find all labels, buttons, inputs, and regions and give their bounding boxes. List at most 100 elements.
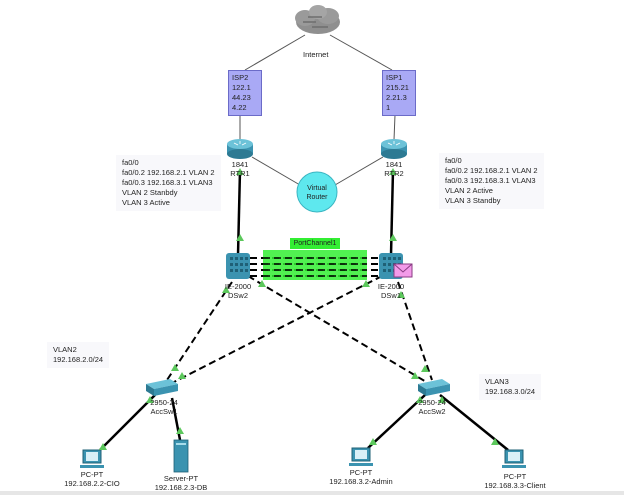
link-up-icon <box>236 234 244 241</box>
rtr2-name: RTR2 <box>384 169 404 178</box>
rtr1-config-note: fa0/0 fa0/0.2 192.168.2.1 VLAN 2 fa0/0.3… <box>116 155 221 211</box>
accsw2-label: 2950-24 AccSw2 <box>414 398 450 416</box>
switch-icon-dsw2[interactable] <box>226 253 250 279</box>
link-dsw1-accsw2 <box>397 281 433 381</box>
virtual-router-node[interactable] <box>296 171 338 213</box>
rtr1-model: 1841 <box>231 160 249 169</box>
isp1-line: ISP1 <box>386 73 403 82</box>
link-up-icon <box>438 396 446 403</box>
note-line: fa0/0.2 192.168.2.1 VLAN 2 <box>445 166 538 175</box>
link-up-icon <box>411 372 419 379</box>
pc-client-type: PC-PT <box>503 472 527 481</box>
link-up-icon <box>369 438 377 445</box>
rtr2-config-note: fa0/0 fa0/0.2 192.168.2.1 VLAN 2 fa0/0.3… <box>439 153 544 209</box>
pc-admin-name: 192.168.3.2-Admin <box>329 477 393 486</box>
link-internet-isp2 <box>244 34 306 71</box>
cloud-icon[interactable] <box>295 5 340 34</box>
link-accsw1-pc-cio <box>99 394 156 451</box>
link-up-icon <box>389 234 397 241</box>
accsw1-label: 2950-24 AccSw1 <box>146 398 182 416</box>
router-icon-rtr2[interactable] <box>381 139 407 159</box>
isp1-box[interactable]: ISP1 215.21 2.21.3 1 <box>382 70 416 116</box>
switch-icon-accsw2[interactable] <box>418 379 450 396</box>
link-up-icon <box>176 427 184 434</box>
dsw2-name: DSw2 <box>227 291 248 300</box>
link-up-icon <box>222 286 230 293</box>
note-line: VLAN 3 Standby <box>445 196 501 205</box>
isp1-line: 1 <box>386 103 391 112</box>
isp2-box[interactable]: ISP2 122.1 44.23 4.22 <box>228 70 262 116</box>
pc-client-label: PC-PT 192.168.3.3-Client <box>480 472 550 490</box>
note-line: fa0/0 <box>445 156 462 165</box>
note-line: VLAN2 <box>53 345 77 354</box>
isp1-line: 215.21 <box>386 83 409 92</box>
rtr2-model: 1841 <box>385 160 403 169</box>
link-up-icon <box>171 364 179 371</box>
link-up-icon <box>397 291 405 298</box>
server-db-type: Server-PT <box>163 474 199 483</box>
link-rtr1-dsw2 <box>236 169 242 256</box>
pc-icon-admin[interactable] <box>349 447 373 466</box>
dsw2-label: IE-2000 DSw2 <box>222 282 254 300</box>
link-isp1-rtr2 <box>393 114 396 141</box>
pc-cio-name: 192.168.2.2-CIO <box>64 479 120 488</box>
portchannel-label: PortChannel1 <box>293 240 337 247</box>
rtr1-name: RTR1 <box>230 169 250 178</box>
pc-icon-client[interactable] <box>502 449 526 468</box>
isp1-line: 2.21.3 <box>386 93 407 102</box>
rtr2-label: 1841 RTR2 <box>382 160 406 178</box>
note-line: VLAN 2 Active <box>445 186 493 195</box>
link-status-indicators <box>99 168 499 450</box>
link-up-icon <box>99 443 107 450</box>
pc-admin-label: PC-PT 192.168.3.2-Admin <box>326 468 396 486</box>
vlan3-note: VLAN3 192.168.3.0/24 <box>479 374 542 400</box>
note-line: 192.168.2.0/24 <box>53 355 104 364</box>
accsw1-model: 2950-24 <box>150 398 178 407</box>
link-rtr2-vr <box>334 156 384 186</box>
link-rtr2-dsw1 <box>389 169 395 256</box>
virtual-router-label: Virtual Router <box>297 184 337 202</box>
router-icon-rtr1[interactable] <box>227 139 253 159</box>
dsw1-label: IE-2000 DSw1 <box>375 282 407 300</box>
horizontal-scrollbar[interactable] <box>0 491 624 495</box>
note-line: fa0/0.2 192.168.2.1 VLAN 2 <box>122 168 215 177</box>
link-dsw2-accsw2 <box>247 275 429 384</box>
link-up-icon <box>236 168 244 175</box>
link-accsw2-pc-client <box>439 394 509 451</box>
server-db-label: Server-PT 192.168.2.3-DB <box>150 474 212 492</box>
note-line: fa0/0.3 192.168.3.1 VLAN3 <box>122 178 213 187</box>
dsw1-model: IE-2000 <box>377 282 405 291</box>
dsw1-name: DSw1 <box>380 291 401 300</box>
note-line: VLAN3 <box>485 377 509 386</box>
link-up-icon <box>491 438 499 445</box>
link-up-icon <box>146 396 154 403</box>
note-line: VLAN 3 Active <box>122 198 170 207</box>
wan-links <box>239 34 396 186</box>
accsw2-name: AccSw2 <box>418 407 446 416</box>
link-dsw1-accsw1 <box>171 275 383 384</box>
envelope-icon[interactable] <box>393 263 413 278</box>
virtual-router-line1: Virtual <box>307 185 327 192</box>
server-icon-db[interactable] <box>173 439 189 473</box>
note-line: fa0/0 <box>122 158 139 167</box>
note-line: VLAN 2 Stanbdy <box>122 188 178 197</box>
link-up-icon <box>258 280 266 287</box>
server-db-name: 192.168.2.3-DB <box>154 483 208 492</box>
pc-client-name: 192.168.3.3-Client <box>484 481 546 490</box>
pc-icon-cio[interactable] <box>80 449 104 468</box>
link-up-icon <box>178 372 186 379</box>
switch-icon-accsw1[interactable] <box>146 379 178 396</box>
dsw2-model: IE-2000 <box>224 282 252 291</box>
link-up-icon <box>416 396 424 403</box>
isp2-line: 122.1 <box>232 83 251 92</box>
link-internet-isp1 <box>329 34 393 71</box>
portchannel-bundle[interactable] <box>263 238 367 280</box>
link-up-icon <box>362 280 370 287</box>
link-up-icon <box>389 168 397 175</box>
rtr1-label: 1841 RTR1 <box>228 160 252 178</box>
virtual-router-line2: Router <box>306 194 328 201</box>
pc-cio-type: PC-PT <box>80 470 104 479</box>
accsw2-model: 2950-24 <box>418 398 446 407</box>
pc-cio-label: PC-PT 192.168.2.2-CIO <box>62 470 122 488</box>
